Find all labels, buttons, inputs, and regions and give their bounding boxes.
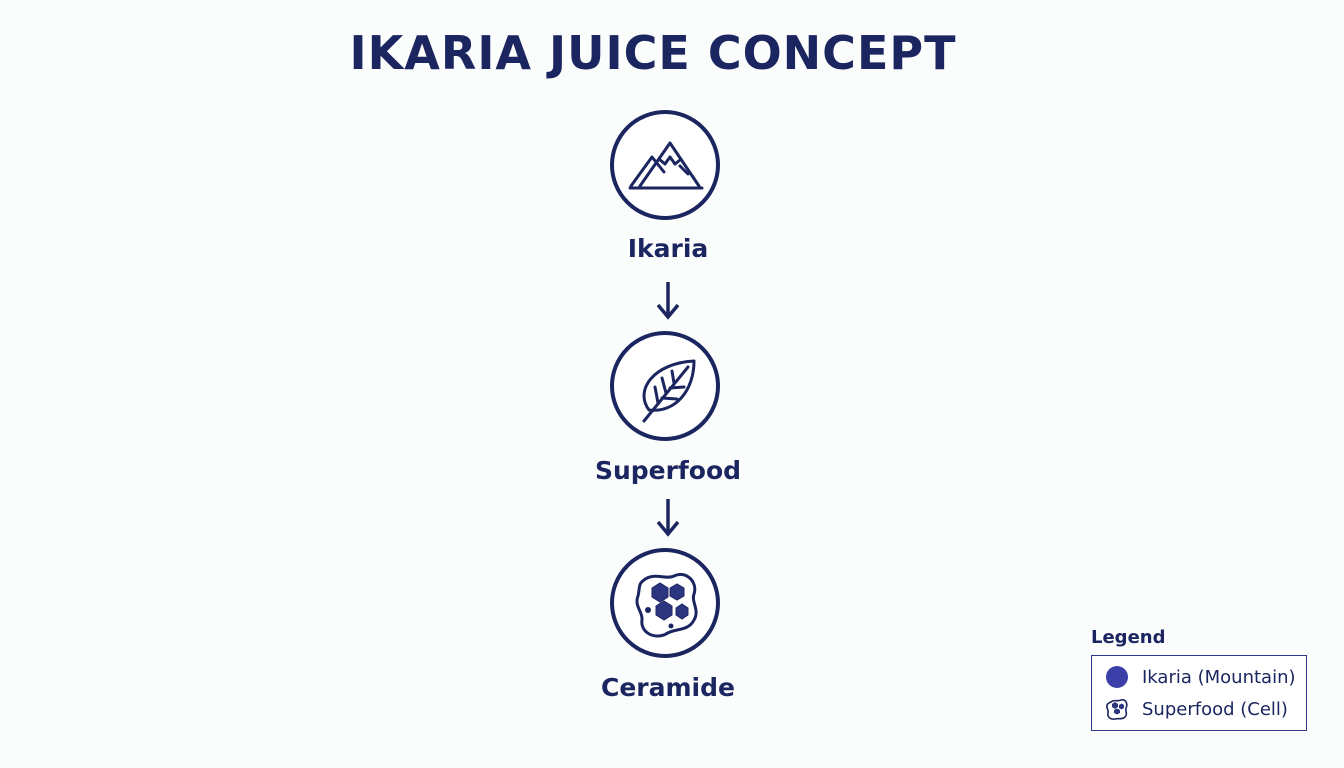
legend-box: Ikaria (Mountain) Superfood (Cell) [1091, 655, 1307, 731]
legend-item-label: Ikaria (Mountain) [1142, 666, 1296, 688]
node-ceramide-circle [610, 548, 720, 658]
node-ceramide-label: Ceramide [601, 673, 735, 702]
leaf-icon [642, 359, 696, 423]
legend-item-superfood: Superfood (Cell) [1104, 696, 1288, 722]
node-ikaria-circle [610, 110, 720, 220]
legend-item-ikaria: Ikaria (Mountain) [1104, 664, 1296, 690]
node-ikaria-label: Ikaria [627, 234, 709, 263]
flow-arrow-2 [656, 499, 680, 537]
legend-item-label: Superfood (Cell) [1142, 698, 1288, 720]
filled-circle-icon [1106, 666, 1128, 688]
diagram-title: IKARIA JUICE CONCEPT [349, 26, 957, 80]
cell-icon [635, 573, 698, 638]
mountain-icon [628, 141, 704, 190]
node-superfood-circle [610, 331, 720, 441]
cell-icon [1105, 699, 1128, 720]
legend-title: Legend [1091, 627, 1166, 648]
flow-arrow-1 [656, 282, 680, 320]
node-superfood-label: Superfood [594, 456, 742, 485]
